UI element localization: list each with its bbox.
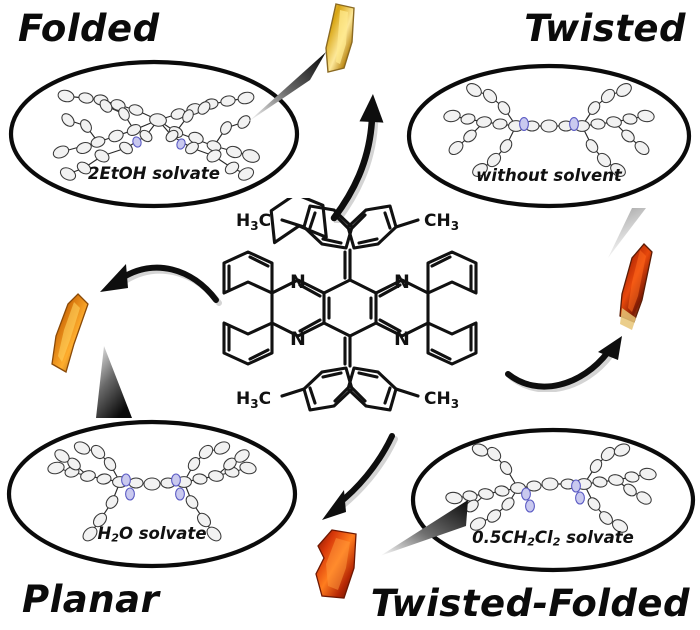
panel-title-twisted: Twisted bbox=[524, 7, 686, 50]
crystal-photo-twisted bbox=[612, 242, 656, 336]
nitrogen-labels: N N N N bbox=[290, 271, 410, 350]
nitrogen-atoms-planar bbox=[121, 473, 185, 501]
panel-title-twisted-folded: Twisted-Folded bbox=[370, 582, 690, 625]
panel-title-folded: Folded bbox=[18, 7, 160, 50]
ortep-structure-twisted-folded bbox=[445, 443, 657, 533]
ortep-structure-planar bbox=[47, 441, 257, 542]
nitrogen-atoms-twisted bbox=[519, 117, 579, 131]
atom-label-n4: N bbox=[394, 328, 410, 350]
atom-label-methyl-top-left: H3C bbox=[236, 211, 271, 233]
panel-caption-twisted: without solvent bbox=[476, 166, 622, 185]
arrow-to-twisted-folded bbox=[500, 322, 630, 396]
central-molecule-structure: N N N N H3C CH3 H3C CH3 bbox=[196, 192, 504, 433]
panel-twisted-folded: 0.5CH2Cl2 solvate bbox=[408, 424, 698, 579]
atom-label-n1: N bbox=[290, 271, 306, 293]
panel-caption-folded: 2EtOH solvate bbox=[87, 164, 221, 183]
pointer-cone-twisted-folded bbox=[378, 500, 470, 564]
atom-label-n3: N bbox=[394, 271, 410, 293]
pointer-cone-twisted bbox=[602, 208, 648, 264]
ellipse-outline-twisted bbox=[406, 63, 692, 209]
pointer-cone-planar bbox=[92, 346, 138, 426]
ortep-structure-twisted bbox=[443, 83, 655, 177]
arrow-to-bottom bbox=[312, 428, 407, 532]
panel-caption-twisted-folded: 0.5CH2Cl2 solvate bbox=[472, 528, 634, 549]
panel-planar: H2O solvate bbox=[4, 416, 300, 576]
arrow-to-planar bbox=[92, 252, 222, 326]
ellipse-outline-planar bbox=[6, 419, 298, 569]
methyl-labels: H3C CH3 H3C CH3 bbox=[236, 211, 459, 411]
nitrogen-atoms-folded bbox=[132, 136, 186, 150]
ortep-structure-folded bbox=[52, 89, 260, 181]
panel-title-planar: Planar bbox=[22, 578, 160, 621]
crystal-photo-folded bbox=[318, 2, 362, 80]
atom-label-n2: N bbox=[290, 328, 306, 350]
atom-label-methyl-top-right: CH3 bbox=[424, 211, 459, 233]
nitrogen-atoms-twisted-folded bbox=[521, 479, 585, 513]
atom-label-methyl-bottom-left: H3C bbox=[236, 389, 271, 411]
crystal-photo-planar bbox=[48, 292, 92, 378]
pointer-cone-folded bbox=[248, 50, 330, 132]
arrow-to-twisted bbox=[326, 78, 416, 227]
panel-twisted: without solvent bbox=[404, 60, 694, 215]
panel-caption-planar: H2O solvate bbox=[97, 524, 207, 545]
panel-folded: 2EtOH solvate bbox=[6, 56, 302, 216]
atom-label-methyl-bottom-right: CH3 bbox=[424, 389, 459, 411]
ellipse-outline-twisted-folded bbox=[410, 427, 696, 573]
crystal-photo-twisted-folded bbox=[310, 528, 368, 604]
